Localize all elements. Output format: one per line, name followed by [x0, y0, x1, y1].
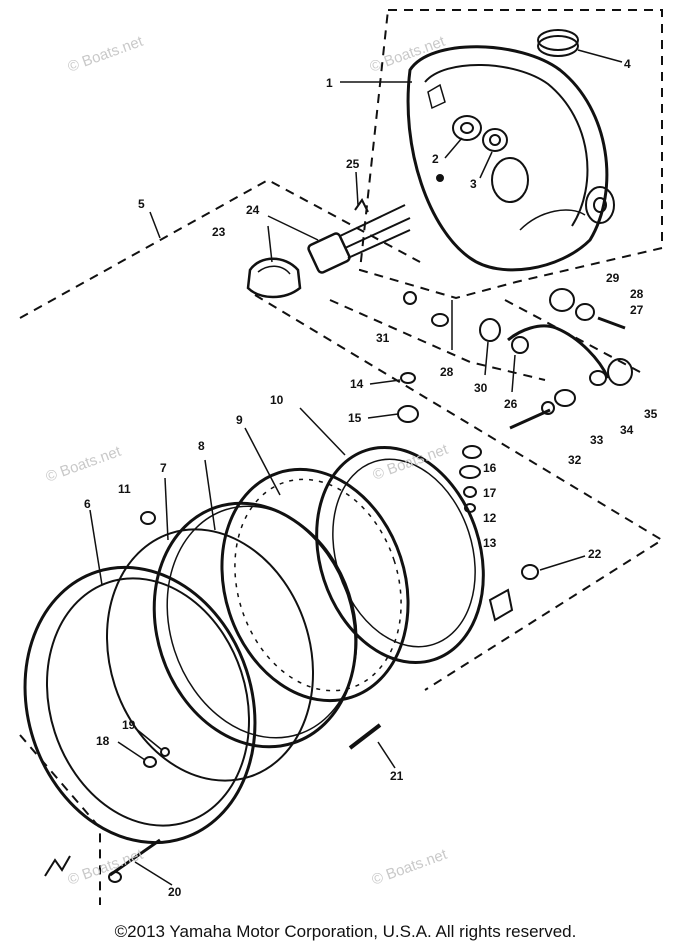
mounting-ring-part-10: [299, 407, 514, 664]
callout-1: 1: [326, 76, 333, 90]
callout-31: 31: [376, 331, 390, 345]
callout-26: 26: [504, 397, 518, 411]
callout-20: 20: [168, 885, 182, 899]
svg-text:© Boats.net: © Boats.net: [44, 443, 124, 486]
headlight-housing-shell: [406, 45, 615, 272]
callout-13: 13: [483, 536, 497, 550]
assembly-dashed-outline: [19, 178, 664, 905]
callout-3: 3: [470, 177, 477, 191]
callout-5: 5: [138, 197, 145, 211]
tool-part-20: [44, 838, 173, 886]
callout-18: 18: [96, 734, 110, 748]
leader-line-5: [149, 211, 161, 239]
callout-28b: 28: [440, 365, 454, 379]
callout-27: 27: [630, 303, 644, 317]
leader-line-2: [444, 137, 463, 159]
callout-19: 19: [122, 718, 136, 732]
callout-6: 6: [84, 497, 91, 511]
callout-9: 9: [236, 413, 243, 427]
callout-32: 32: [568, 453, 582, 467]
adjusting-spring-part-21: [348, 723, 396, 769]
callout-21: 21: [390, 769, 404, 783]
svg-text:© Boats.net: © Boats.net: [66, 846, 146, 889]
callout-30: 30: [474, 381, 488, 395]
leader-line-3: [479, 151, 493, 179]
svg-text:© Boats.net: © Boats.net: [368, 33, 448, 76]
screws-and-washers: [140, 372, 539, 580]
callout-11: 11: [118, 482, 131, 496]
callout-33: 33: [590, 433, 604, 447]
housing-dashed-box: [358, 9, 663, 300]
callout-25: 25: [346, 157, 360, 171]
headlight-rim-part-6: [23, 509, 257, 845]
svg-text:© Boats.net: © Boats.net: [66, 33, 146, 76]
callout-2: 2: [432, 152, 439, 166]
callout-23: 23: [212, 225, 226, 239]
grommet-part-4: [537, 29, 623, 63]
callout-29: 29: [606, 271, 620, 285]
svg-text:© Boats.net: © Boats.net: [370, 846, 450, 889]
leader-line-22: [539, 555, 586, 571]
bulb-socket-parts: [246, 171, 411, 299]
callout-22: 22: [588, 547, 602, 561]
callout-labels: 1 2 3 4 5 6 7 8 9 10 11 12 13 14 15 16 1…: [84, 57, 658, 899]
callout-12: 12: [483, 511, 497, 525]
callout-16: 16: [483, 461, 497, 475]
screws-parts-18-19: [117, 727, 170, 768]
headlight-exploded-diagram: © Boats.net © Boats.net © Boats.net © Bo…: [19, 9, 664, 905]
callout-8: 8: [198, 439, 205, 453]
callout-28: 28: [630, 287, 644, 301]
callout-4: 4: [624, 57, 631, 71]
callout-15: 15: [348, 411, 362, 425]
callout-34: 34: [620, 423, 634, 437]
callout-14: 14: [350, 377, 364, 391]
callout-35: 35: [644, 407, 658, 421]
callout-24: 24: [246, 203, 260, 217]
callout-7: 7: [160, 461, 167, 475]
mounting-bracket-parts: [403, 288, 633, 430]
callout-10: 10: [270, 393, 284, 407]
callout-17: 17: [483, 486, 497, 500]
copyright-notice: ©2013 Yamaha Motor Corporation, U.S.A. A…: [114, 922, 577, 941]
